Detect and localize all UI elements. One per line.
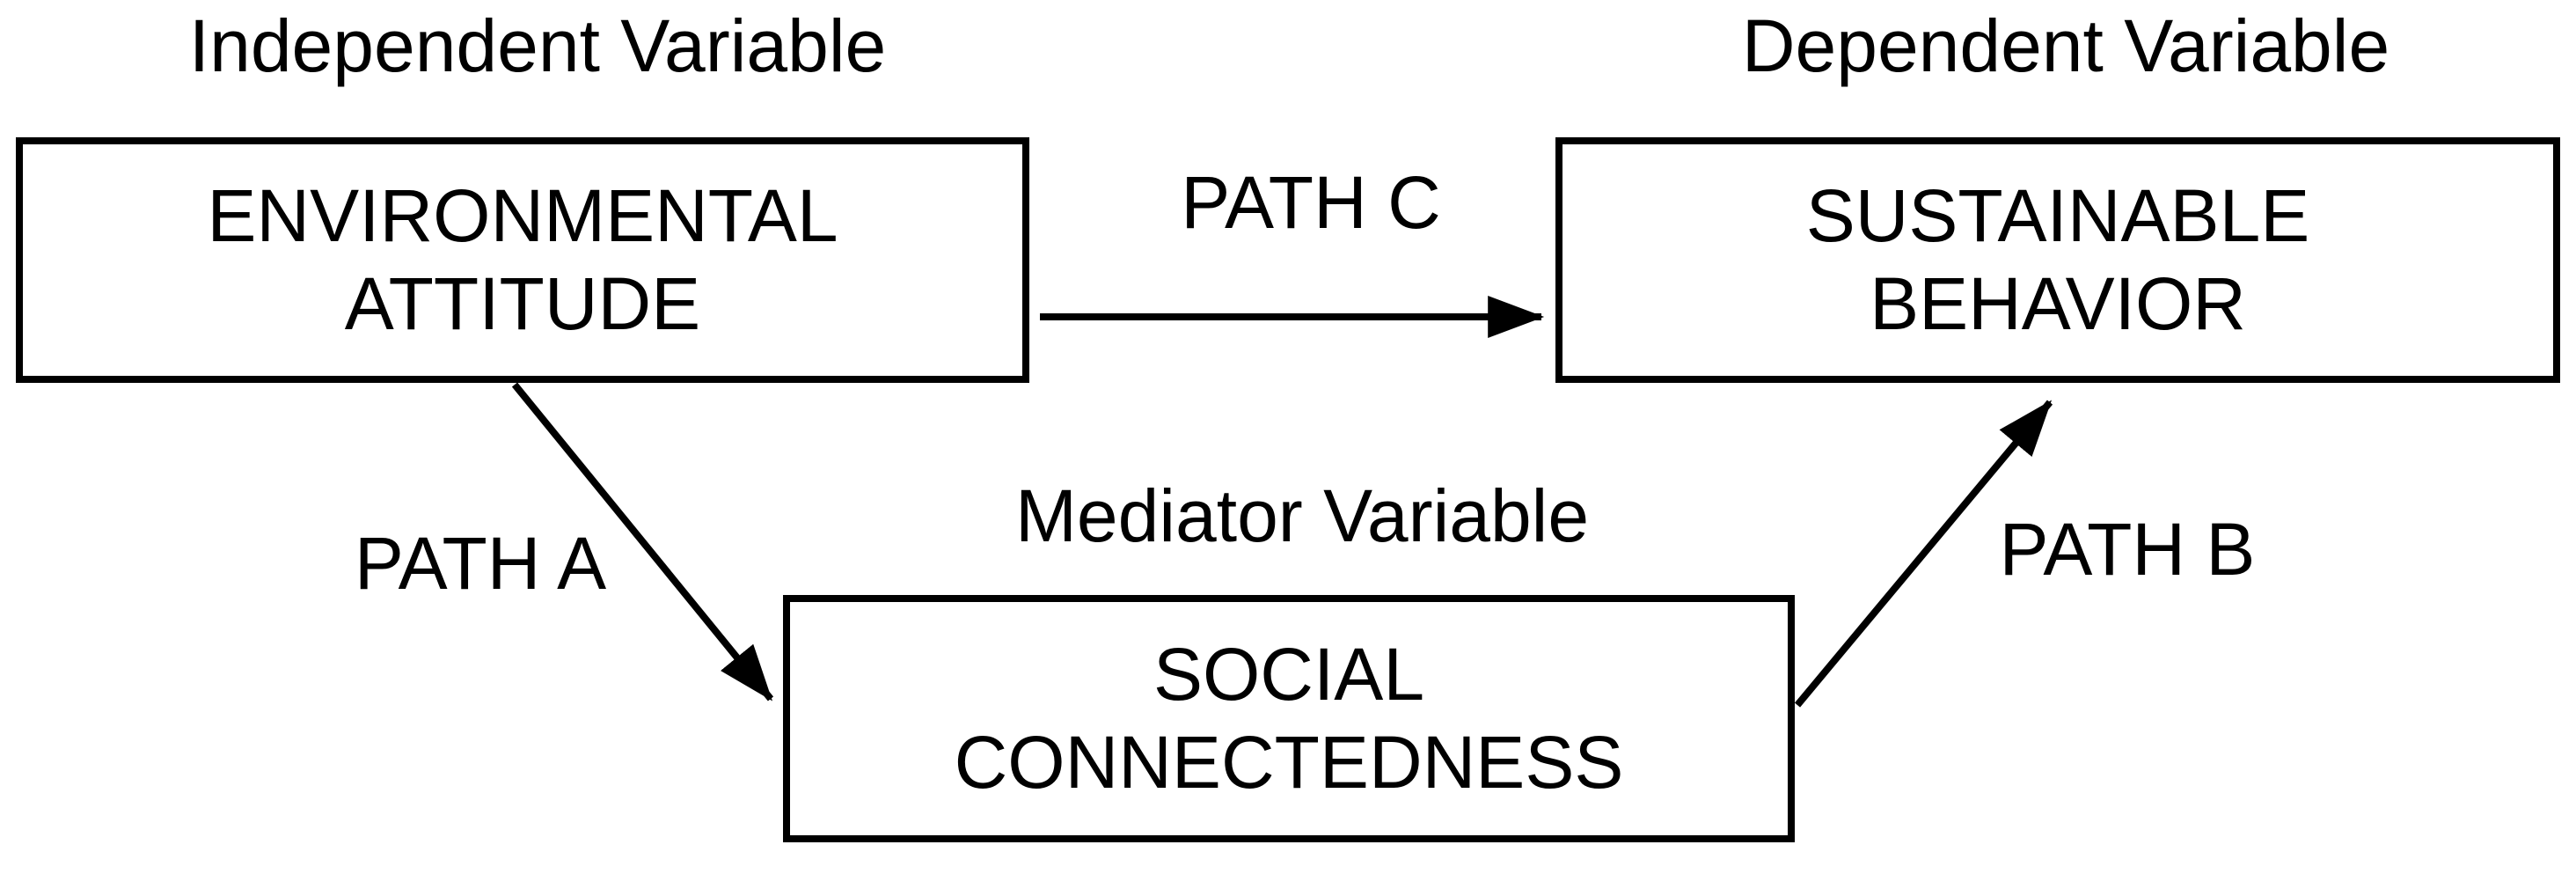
mediator-variable-box-label-line2: CONNECTEDNESS [954,720,1624,804]
independent-variable-title: Independent Variable [188,4,887,87]
independent-variable-box-label-line1: ENVIRONMENTAL [207,173,838,257]
dependent-variable-box: SUSTAINABLE BEHAVIOR [1555,137,2560,383]
dependent-variable-box-label-line1: SUSTAINABLE [1805,173,2310,257]
independent-variable-box: ENVIRONMENTAL ATTITUDE [16,137,1029,383]
path-c-label: PATH C [1181,161,1441,244]
mediator-variable-title: Mediator Variable [1014,474,1590,557]
independent-variable-box-label-line2: ATTITUDE [344,261,701,345]
dependent-variable-title: Dependent Variable [1741,4,2390,87]
path-a-label: PATH A [354,522,607,605]
mediator-variable-box: SOCIAL CONNECTEDNESS [783,595,1795,842]
path-b-label: PATH B [1999,508,2256,591]
mediator-variable-box-label-line1: SOCIAL [1153,632,1425,716]
dependent-variable-box-label-line2: BEHAVIOR [1870,261,2246,345]
